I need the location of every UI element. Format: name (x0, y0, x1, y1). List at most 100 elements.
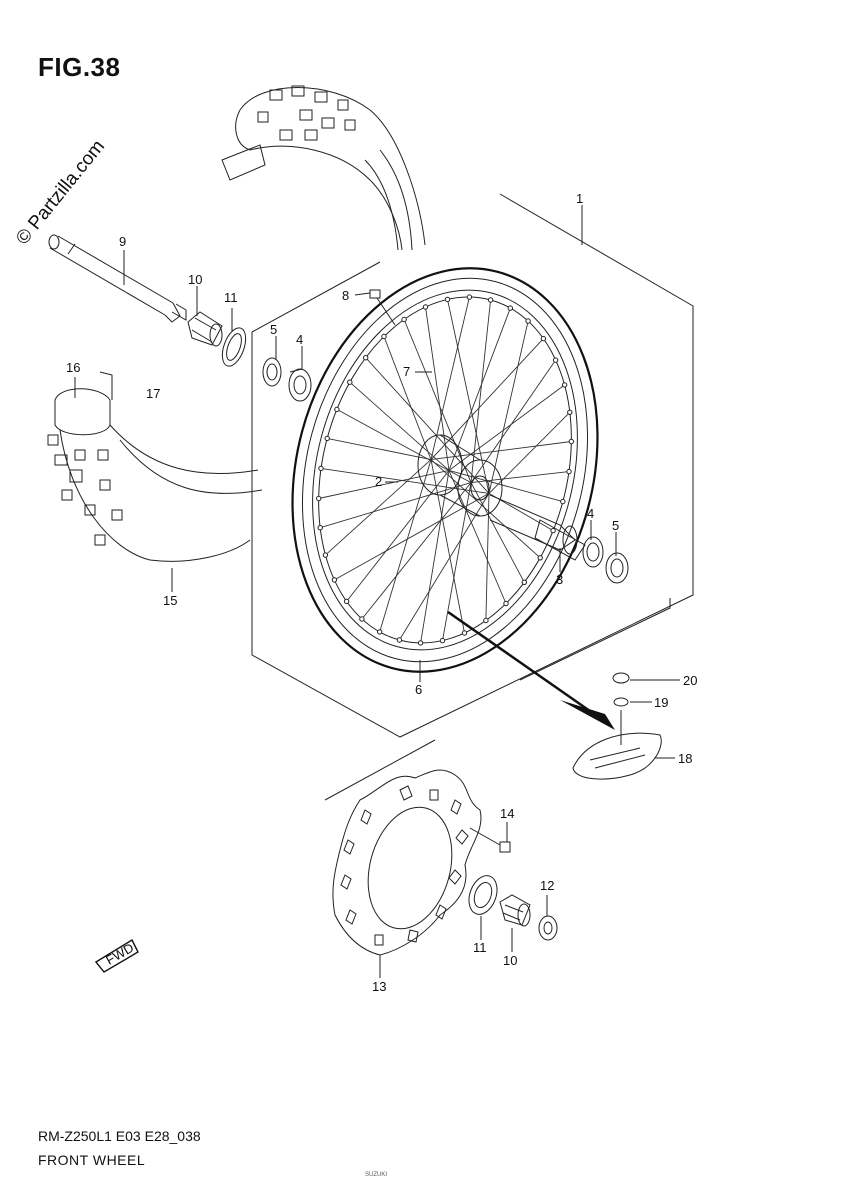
spoke-nipple (483, 617, 489, 624)
spoke (488, 320, 529, 494)
wheel-rim (291, 267, 599, 673)
spoke-nipple (540, 335, 547, 342)
spoke (349, 381, 450, 471)
spoke (430, 459, 541, 559)
model-code: RM-Z250L1 E03 E28_038 (38, 1128, 201, 1144)
spoke (320, 467, 490, 494)
seal-bearing-right (534, 519, 629, 584)
spoke-nipple (377, 629, 383, 635)
callout-3: 3 (556, 572, 563, 587)
footer-small-print: SUZUKI (365, 1172, 388, 1178)
forward-arrow-icon: FWD (94, 939, 139, 973)
spoke-nipple (461, 630, 468, 636)
spoke (379, 459, 432, 633)
spoke-nipple (347, 379, 353, 385)
spoke-nipple (537, 555, 543, 561)
spoke (365, 357, 490, 494)
wheel-spokes (316, 294, 574, 646)
brake-disc (332, 769, 482, 956)
spoke-nipple (444, 296, 451, 303)
spoke (425, 306, 450, 471)
spoke-nipple (507, 305, 513, 311)
callout-12: 12 (540, 878, 554, 893)
callout-19: 19 (654, 695, 668, 710)
figure-title: FIG.38 (38, 52, 121, 82)
callout-18: 18 (678, 751, 692, 766)
spoke (448, 470, 507, 604)
spoke-nipple (317, 525, 323, 531)
spoke-nipple (322, 552, 329, 558)
callout-4-right: 4 (587, 506, 594, 521)
spoke (430, 296, 470, 460)
bolt-14 (469, 827, 511, 853)
spoke-nipple (552, 357, 559, 363)
spoke-nipple (487, 297, 494, 303)
spoke-nipple (466, 294, 473, 300)
callout-10-top: 10 (188, 272, 202, 287)
spoke-nipple (359, 616, 365, 622)
callout-2: 2 (375, 474, 382, 489)
callout-labels: 1 2 3 4 4 5 5 6 7 8 9 10 10 11 11 12 13 … (66, 191, 697, 994)
callout-13: 13 (372, 979, 386, 994)
spoke (448, 307, 511, 471)
callout-5-left: 5 (270, 322, 277, 337)
spoke (488, 411, 571, 494)
callout-7: 7 (403, 364, 410, 379)
spoke-nipple (401, 316, 407, 323)
spoke-nipple (343, 598, 350, 605)
spoke-nipple (567, 409, 573, 415)
callout-5-right: 5 (612, 518, 619, 533)
callout-6: 6 (415, 682, 422, 697)
spoke-nipple (568, 438, 574, 445)
spoke (336, 409, 472, 483)
front-axle (48, 234, 187, 323)
spoke (346, 470, 450, 602)
callout-15: 15 (163, 593, 177, 608)
spoke-nipple (363, 355, 369, 361)
spoke-nipple (324, 435, 330, 442)
spoke-nipple (439, 637, 446, 644)
callout-14: 14 (500, 806, 514, 821)
spoke (470, 359, 556, 483)
front-tire (47, 371, 263, 562)
callout-11-top: 11 (224, 290, 238, 305)
diagram-caption: FRONT WHEEL (38, 1152, 146, 1168)
spoke (430, 459, 465, 634)
spoke (327, 437, 432, 461)
spoke (470, 482, 525, 583)
spoke-nipple (550, 527, 556, 534)
assembly-box (251, 193, 694, 801)
spoke (485, 493, 490, 621)
spoke-nipple (331, 577, 338, 583)
spoke-nipple (318, 465, 324, 472)
callout-1: 1 (576, 191, 583, 206)
callout-20: 20 (683, 673, 697, 688)
seal-top (221, 327, 247, 367)
wheel-hub (417, 434, 578, 555)
spoke-nipple (422, 304, 429, 310)
spoke (399, 493, 490, 641)
spoke (430, 441, 572, 461)
spoke (361, 482, 472, 620)
callout-17: 17 (146, 386, 160, 401)
callout-16: 16 (66, 360, 80, 375)
spoke (447, 299, 490, 494)
spoke-nipple (396, 637, 403, 643)
spoke (383, 336, 432, 460)
spoke (448, 384, 565, 471)
leader-lines (74, 205, 680, 978)
spoke-nipple (566, 468, 572, 475)
rim-lock (572, 672, 662, 780)
callout-10-bottom: 10 (503, 953, 517, 968)
spoke-nipple (334, 406, 340, 413)
spoke-nipple (525, 318, 531, 324)
spoke (320, 482, 472, 529)
spacer-top (187, 311, 223, 347)
spoke-nipple (561, 382, 568, 388)
spoke-nipple (381, 333, 387, 340)
spoke (420, 470, 450, 643)
spoke (334, 493, 490, 581)
spoke-nipple (316, 495, 322, 502)
seal-spacer-nut-bottom (468, 875, 558, 941)
tire-top (221, 85, 426, 251)
